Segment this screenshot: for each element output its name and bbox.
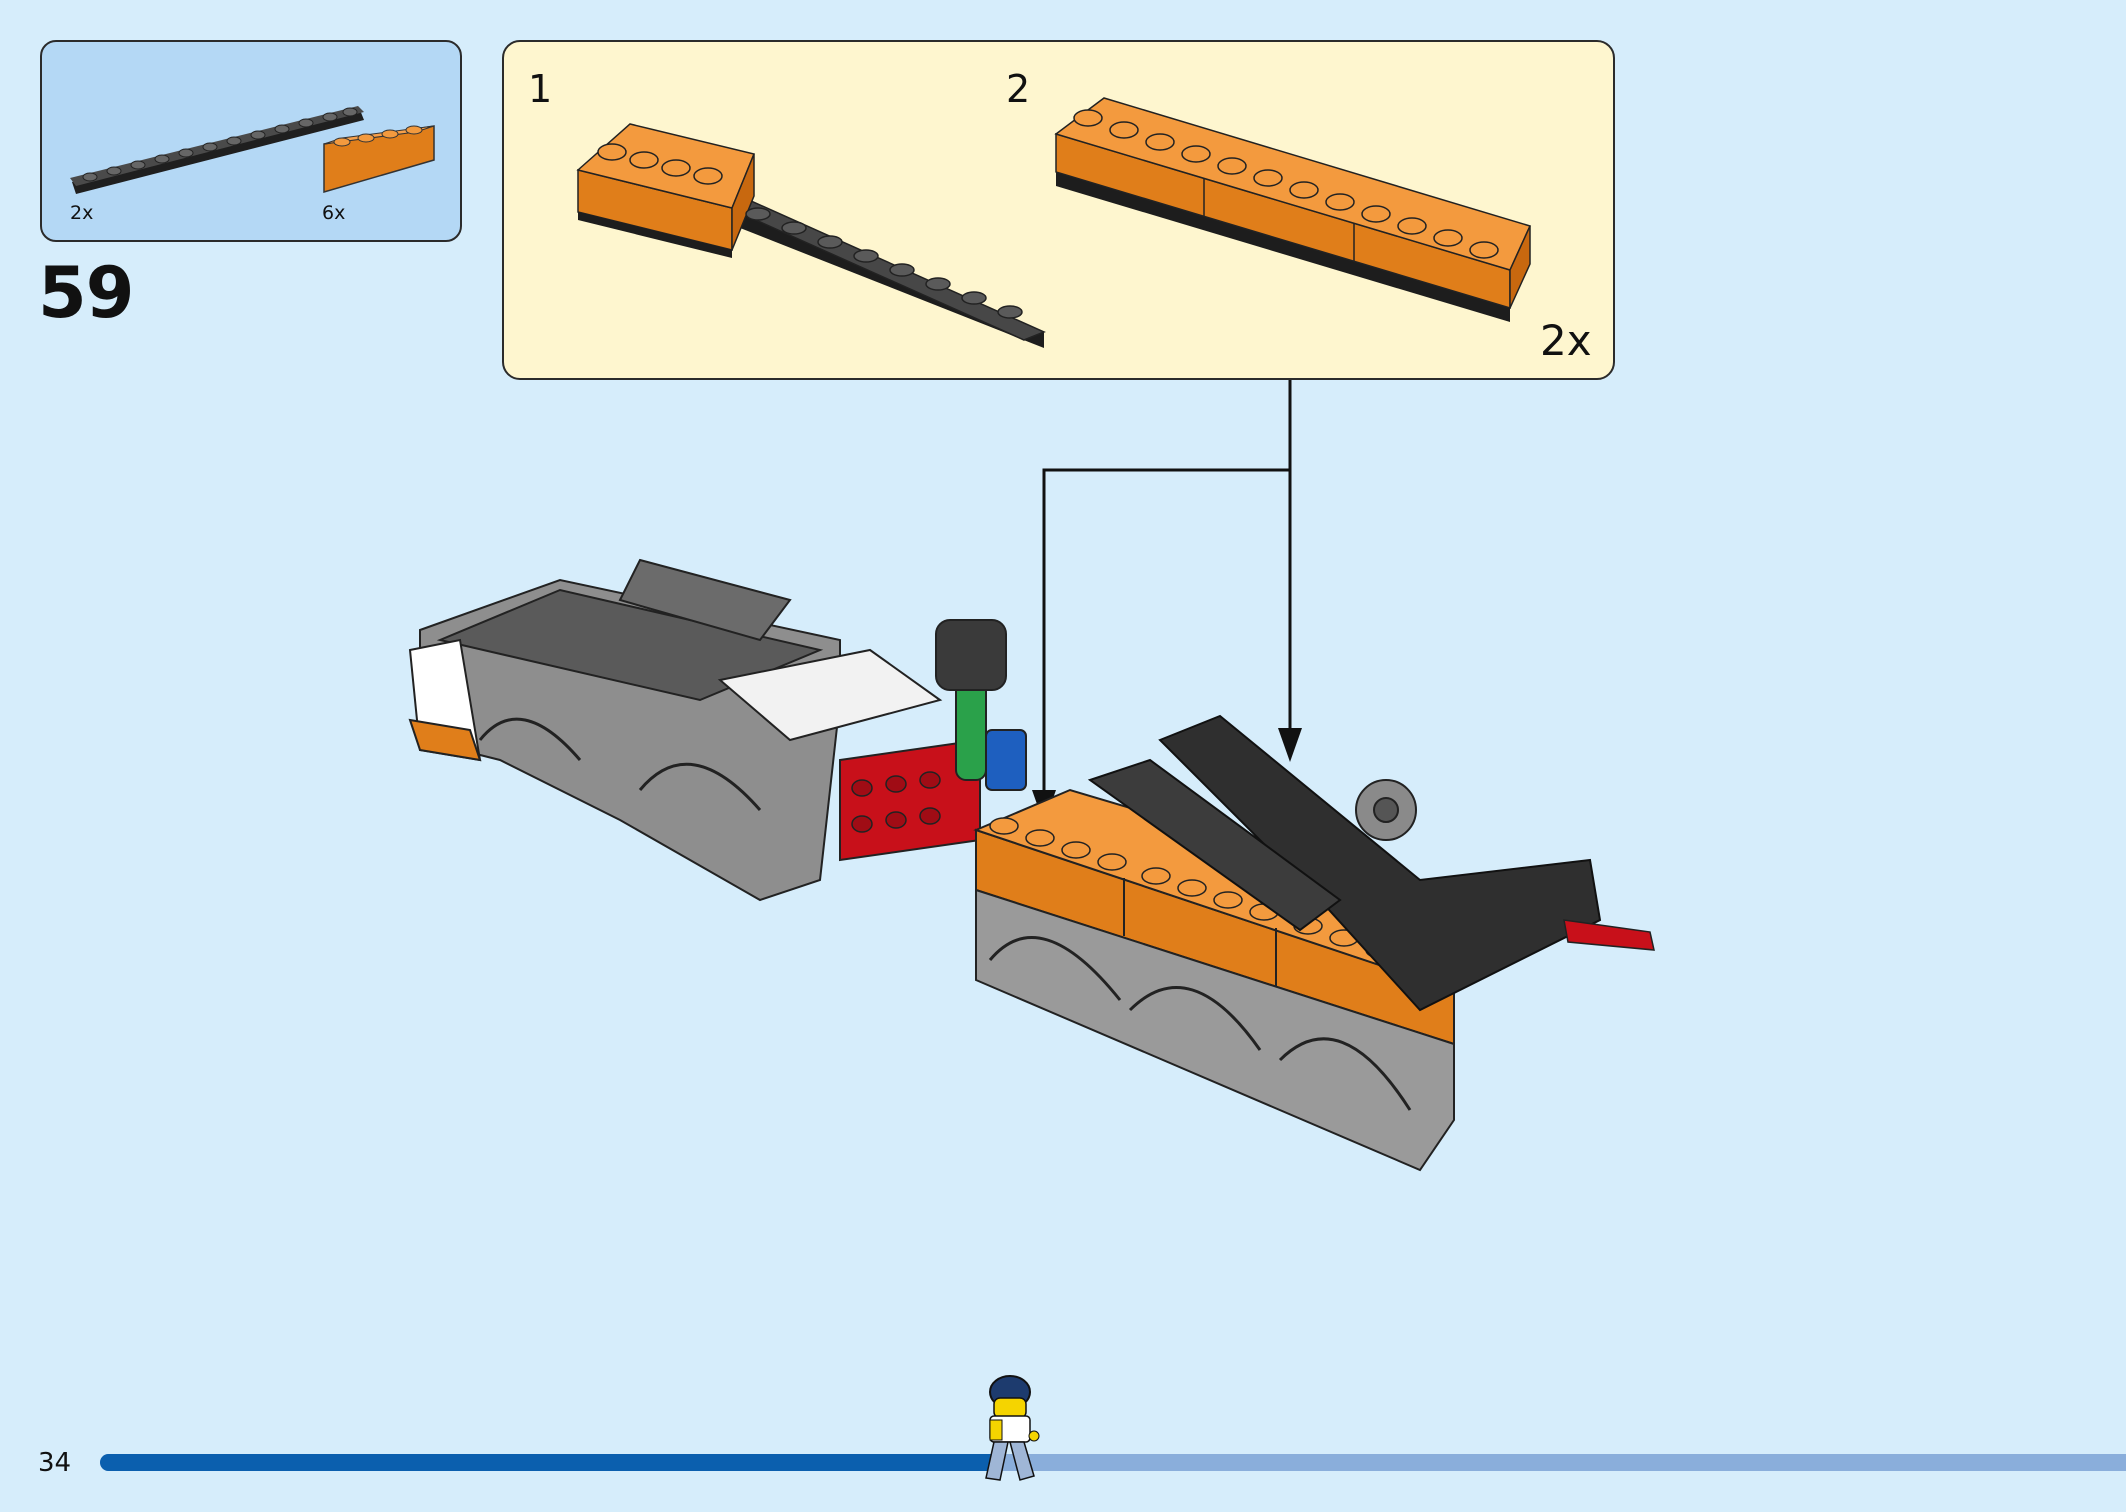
part-quantity-2: 6x xyxy=(322,202,346,224)
parts-list-box: 2x 6x xyxy=(40,40,462,242)
step-number: 59 xyxy=(38,252,134,334)
parts-list-illustration xyxy=(70,106,435,194)
page-number: 34 xyxy=(38,1448,72,1478)
placement-arrows xyxy=(1042,380,1292,800)
orange-brick-part xyxy=(323,125,435,193)
part-quantity-1: 2x xyxy=(70,202,94,224)
sub-assembly-multiplier: 2x xyxy=(1540,316,1592,365)
sub-step-label-1: 1 xyxy=(528,67,553,111)
sub-assembly-illustration xyxy=(576,97,1532,348)
vehicle-chassis-model xyxy=(408,558,1655,1172)
sub-step-2-model xyxy=(1054,97,1532,322)
progress-bar xyxy=(100,1454,2126,1471)
black-plate-part xyxy=(70,106,364,194)
progress-bar-fill xyxy=(100,1454,1000,1471)
sub-step-1-model xyxy=(576,123,1046,348)
arrow-head-right xyxy=(1278,728,1302,762)
sub-assembly-box: 1 2 2x xyxy=(502,40,1615,380)
sub-step-label-2: 2 xyxy=(1006,67,1031,111)
